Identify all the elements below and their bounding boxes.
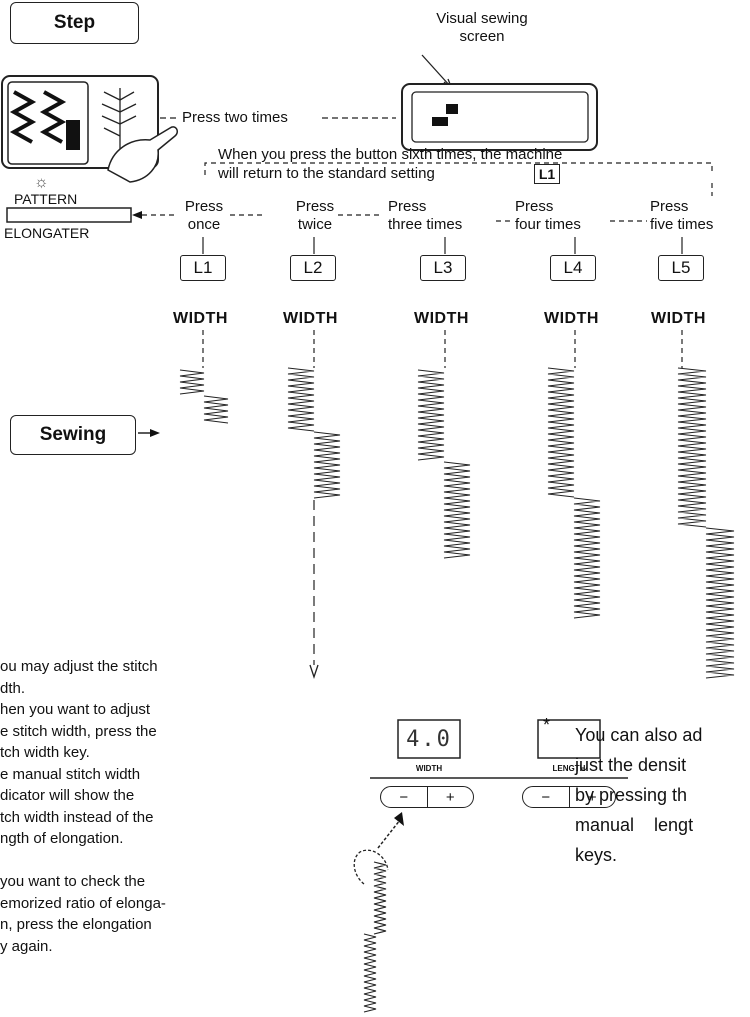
note-line: e stitch width, press the (0, 722, 157, 740)
note-line: ngth of elongation. (0, 830, 124, 847)
note-line: hen you want to adjust (0, 701, 151, 718)
zigzag-stitch (705, 527, 735, 679)
width-heading-5: WIDTH (651, 310, 706, 327)
control-panel (370, 719, 628, 779)
elongater-label: ELONGATER (4, 225, 90, 241)
key-l2: L2 (290, 255, 336, 281)
panel-width-label: WIDTH (415, 764, 443, 773)
zigzag-stitch (417, 369, 445, 461)
finger-icon (107, 126, 178, 183)
key-l1: L1 (180, 255, 226, 281)
notes-right: You can also ad just the densit by pressin… (575, 720, 750, 870)
note-star: * (543, 715, 551, 735)
length-minus-button[interactable]: − (523, 787, 570, 807)
sewing-label: Sewing (10, 415, 136, 455)
zigzag-stitch (313, 431, 341, 499)
key-l5: L5 (658, 255, 704, 281)
pattern-elongater-key (6, 207, 132, 223)
zigzag-stitch (203, 395, 229, 424)
pattern-label: PATTERN (14, 191, 78, 207)
step-label: Step (10, 2, 139, 44)
key-l4: L4 (550, 255, 596, 281)
width-heading-3: WIDTH (414, 310, 469, 327)
note-right-line: by pressing th (575, 785, 688, 805)
sixth-times-note: When you press the button sixth times, t… (218, 146, 563, 163)
zigzag-stitch (287, 367, 315, 432)
standard-setting-key: L1 (534, 164, 560, 184)
indicator-lamp-icon: ☼ (34, 174, 49, 191)
visual-screen-label: Visual sewing screen (436, 10, 528, 45)
notes-left: ou may adjust the stitch dth. hen you want… (0, 656, 250, 957)
note-right-line: You can also ad (575, 725, 703, 745)
hand-icon (353, 812, 404, 885)
length-plus-button[interactable]: + (587, 788, 597, 806)
note-line: dth. (0, 679, 26, 697)
note-right-line: manual lengt (575, 815, 694, 835)
note-line: ou may adjust the stitch (0, 658, 158, 675)
width-display-value: 4.0 (406, 726, 452, 752)
note-line: n, press the elongation (0, 916, 152, 933)
key-l3: L3 (420, 255, 466, 281)
note-right-line: keys. (575, 845, 618, 865)
visual-sewing-screen (401, 83, 598, 151)
note-line: tch width key. (0, 744, 90, 761)
note-line: tch width instead of the (0, 808, 154, 826)
width-heading-4: WIDTH (544, 310, 599, 327)
note-line: e manual stitch width (0, 765, 141, 783)
length-display (537, 719, 601, 759)
note-line: you want to check the (0, 873, 146, 890)
note-line: emorized ratio of elonga- (0, 894, 166, 912)
zigzag-stitch (677, 367, 707, 528)
note-line: dicator will show the (0, 787, 135, 804)
note-line: y again. (0, 937, 53, 955)
press-two-times-label: Press two times (182, 109, 288, 126)
stitch-samples (179, 367, 735, 679)
zigzag-stitch (573, 497, 601, 619)
width-plus-button[interactable]: + (445, 788, 455, 806)
zigzag-stitch (547, 367, 575, 498)
zigzag-stitch (363, 933, 377, 1013)
sixth-times-note-2: will return to the standard setting (218, 165, 435, 182)
width-heading-2: WIDTH (283, 310, 338, 327)
panel-length-label: LENGTH (552, 764, 586, 773)
zigzag-stitch (373, 861, 387, 935)
zigzag-stitch (179, 369, 205, 395)
width-minus-button[interactable]: − (381, 787, 428, 807)
width-display (397, 719, 461, 759)
note-line (0, 850, 250, 872)
zigzag-stitch (443, 461, 471, 559)
pattern-button-icon (1, 75, 159, 169)
length-keys: − + (522, 786, 616, 808)
note-right-line: just the densit (575, 755, 687, 775)
width-heading-1: WIDTH (173, 310, 228, 327)
width-keys: − + (380, 786, 474, 808)
